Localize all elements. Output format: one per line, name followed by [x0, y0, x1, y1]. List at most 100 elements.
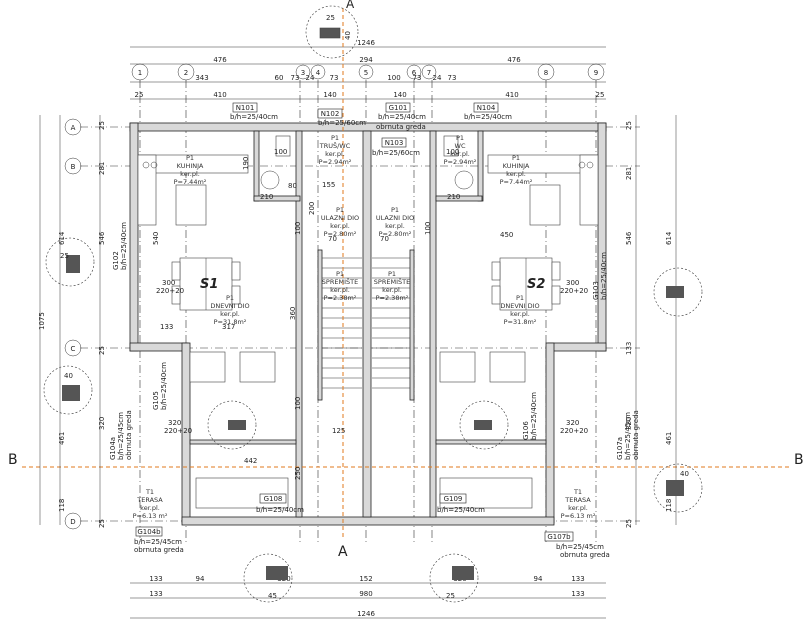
room-label-line: SPREMIŠTE: [374, 277, 410, 286]
room-label-line: T1: [145, 488, 154, 496]
room-label-line: P1: [512, 154, 520, 162]
grid-col-9: 9: [594, 69, 598, 77]
svg-text:320: 320: [625, 417, 633, 430]
svg-text:200: 200: [308, 202, 316, 215]
grid-col-3: 3: [301, 69, 305, 77]
section-b-left: B: [8, 452, 18, 468]
svg-text:360: 360: [289, 307, 297, 320]
svg-text:100: 100: [274, 148, 287, 156]
svg-text:94: 94: [534, 575, 543, 583]
svg-text:133: 133: [149, 575, 162, 583]
svg-text:100: 100: [387, 74, 400, 82]
bottom-dimensions: 133 94 320 152 320 94 133 133 980 133 12…: [130, 575, 606, 619]
svg-text:155: 155: [322, 181, 335, 189]
svg-text:190: 190: [242, 157, 250, 170]
svg-text:100: 100: [294, 222, 302, 235]
svg-text:100: 100: [424, 222, 432, 235]
room-label-line: DNEVNI DIO: [210, 302, 249, 310]
room-label-line: ULAZNI DIO: [376, 214, 414, 222]
room-label-line: ker.pl.: [568, 504, 588, 512]
svg-text:b/h=25/40cm: b/h=25/40cm: [256, 506, 304, 514]
beam-n104: N104: [477, 104, 496, 112]
room-label-line: ker.pl.: [140, 504, 160, 512]
svg-text:73: 73: [330, 74, 339, 82]
svg-text:25: 25: [98, 519, 106, 528]
room-label-line: P1: [456, 134, 464, 142]
grid-row-c: C: [71, 345, 76, 353]
svg-text:320: 320: [566, 419, 579, 427]
beam-g103: G103: [592, 281, 600, 300]
room-label-line: ker.pl.: [220, 310, 240, 318]
beam-g107b: G107b: [547, 533, 571, 541]
svg-text:70: 70: [380, 235, 389, 243]
svg-text:73: 73: [291, 74, 300, 82]
beam-n103: N103: [385, 139, 404, 147]
room-label-line: P1: [336, 270, 344, 278]
svg-text:b/h=25/40cm: b/h=25/40cm: [600, 252, 608, 300]
detail-callouts: 25 40 25 40 40 45 25: [43, 5, 703, 603]
svg-text:25: 25: [625, 121, 633, 130]
svg-text:220+20: 220+20: [156, 287, 184, 295]
grid-row-b: B: [71, 163, 76, 171]
svg-text:b/h=25/40cm: b/h=25/40cm: [120, 222, 128, 270]
room-label-line: ker.pl.: [330, 222, 350, 230]
dim-overall-top: 1246: [357, 39, 375, 47]
svg-text:1075: 1075: [38, 312, 46, 330]
room-label-line: KUHINJA: [503, 162, 530, 170]
grid-row-bubbles: A B C D: [64, 118, 82, 530]
section-b-right: B: [794, 452, 804, 468]
room-label-line: TERASA: [564, 496, 591, 504]
svg-text:b/h=25/40cm: b/h=25/40cm: [530, 392, 538, 440]
svg-text:210: 210: [260, 193, 273, 201]
svg-text:220+20: 220+20: [560, 427, 588, 435]
room-label-line: P=2.80m²: [379, 230, 412, 238]
room-label-line: P1: [331, 134, 339, 142]
room-label-line: P=7.44m²: [500, 178, 533, 186]
room-label-line: ker.pl.: [506, 170, 526, 178]
svg-text:250: 250: [294, 467, 302, 480]
svg-text:461: 461: [58, 432, 66, 445]
svg-text:118: 118: [665, 499, 673, 512]
svg-text:obrnuta greda: obrnuta greda: [560, 551, 610, 559]
svg-text:40: 40: [64, 372, 73, 380]
beam-g106: G106: [522, 421, 530, 440]
room-label-line: TERASA: [136, 496, 163, 504]
room-label-line: WC: [455, 142, 466, 150]
grid-col-8: 8: [544, 69, 548, 77]
kitchen-counters: [137, 154, 599, 226]
room-label-line: ker.pl.: [180, 170, 200, 178]
room-label-line: P=6.13 m²: [561, 512, 596, 520]
svg-text:540: 540: [152, 232, 160, 245]
room-label-line: P=6.13 m²: [133, 512, 168, 520]
svg-text:133: 133: [149, 590, 162, 598]
svg-text:461: 461: [665, 432, 673, 445]
wc-fixtures: [260, 135, 474, 190]
svg-text:45: 45: [268, 592, 277, 600]
svg-text:b/h=25/45cm: b/h=25/45cm: [624, 412, 632, 460]
room-label-line: ker.pl.: [325, 150, 345, 158]
side-dimensions: 25 281 614 546 1075 25 461 320 118 25 25…: [38, 115, 677, 528]
svg-text:24: 24: [433, 74, 442, 82]
svg-text:133: 133: [625, 342, 633, 355]
svg-text:b/h=25/60cm: b/h=25/60cm: [318, 119, 366, 127]
unit-s2: S2: [527, 277, 545, 292]
svg-text:40: 40: [344, 31, 352, 40]
room-label-line: ker.pl.: [330, 286, 350, 294]
svg-text:140: 140: [393, 91, 406, 99]
room-label-line: P1: [336, 206, 344, 214]
svg-text:b/h=25/40cm: b/h=25/40cm: [437, 506, 485, 514]
svg-text:442: 442: [244, 457, 257, 465]
svg-text:25: 25: [98, 346, 106, 355]
section-lines: B B A A: [8, 0, 804, 560]
svg-text:980: 980: [359, 590, 372, 598]
room-label-line: P1: [226, 294, 234, 302]
svg-text:b/h=25/45cm: b/h=25/45cm: [134, 538, 182, 546]
svg-text:546: 546: [625, 231, 633, 245]
beam-g109: G109: [444, 495, 463, 503]
room-label-line: P=2.38m²: [324, 294, 357, 302]
room-label-line: P=2.94m²: [319, 158, 352, 166]
svg-text:317: 317: [222, 323, 235, 331]
svg-text:300: 300: [162, 279, 175, 287]
svg-text:25: 25: [596, 91, 605, 99]
